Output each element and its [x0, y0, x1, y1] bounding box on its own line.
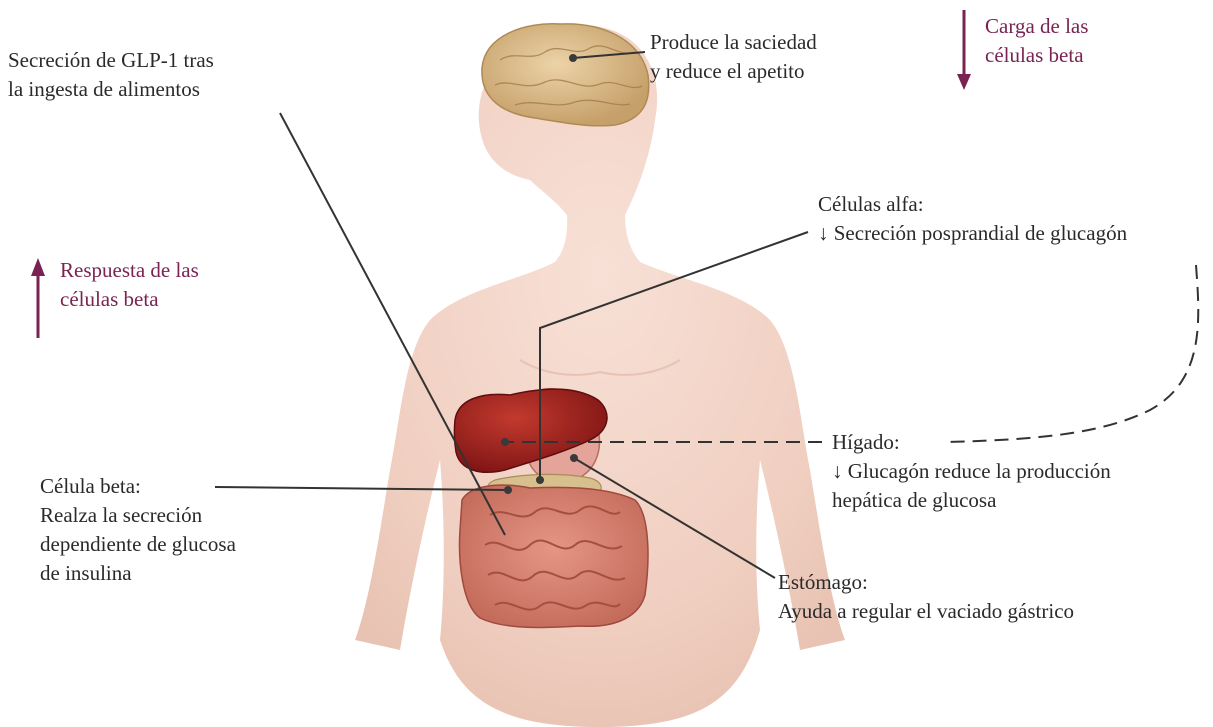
beta-load-label: Carga de las células beta: [985, 12, 1088, 70]
glp1-secretion-label: Secreción de GLP-1 tras la ingesta de al…: [8, 46, 214, 104]
beta-response-label: Respuesta de las células beta: [60, 256, 199, 314]
intestine-organ: [460, 485, 648, 627]
liver-feedback-dashed-line: [945, 265, 1198, 442]
liver-label: Hígado: ↓ Glucagón reduce la producción …: [832, 428, 1111, 515]
stomach-label: Estómago: Ayuda a regular el vaciado gás…: [778, 568, 1074, 626]
alpha-cells-label: Células alfa: ↓ Secreción posprandial de…: [818, 190, 1127, 248]
arrow-up-icon: [31, 258, 45, 338]
arrow-down-icon: [957, 10, 971, 90]
brain-organ: [482, 24, 649, 126]
brain-label: Produce la saciedad y reduce el apetito: [650, 28, 817, 86]
beta-cell-label: Célula beta: Realza la secreción dependi…: [40, 472, 236, 588]
